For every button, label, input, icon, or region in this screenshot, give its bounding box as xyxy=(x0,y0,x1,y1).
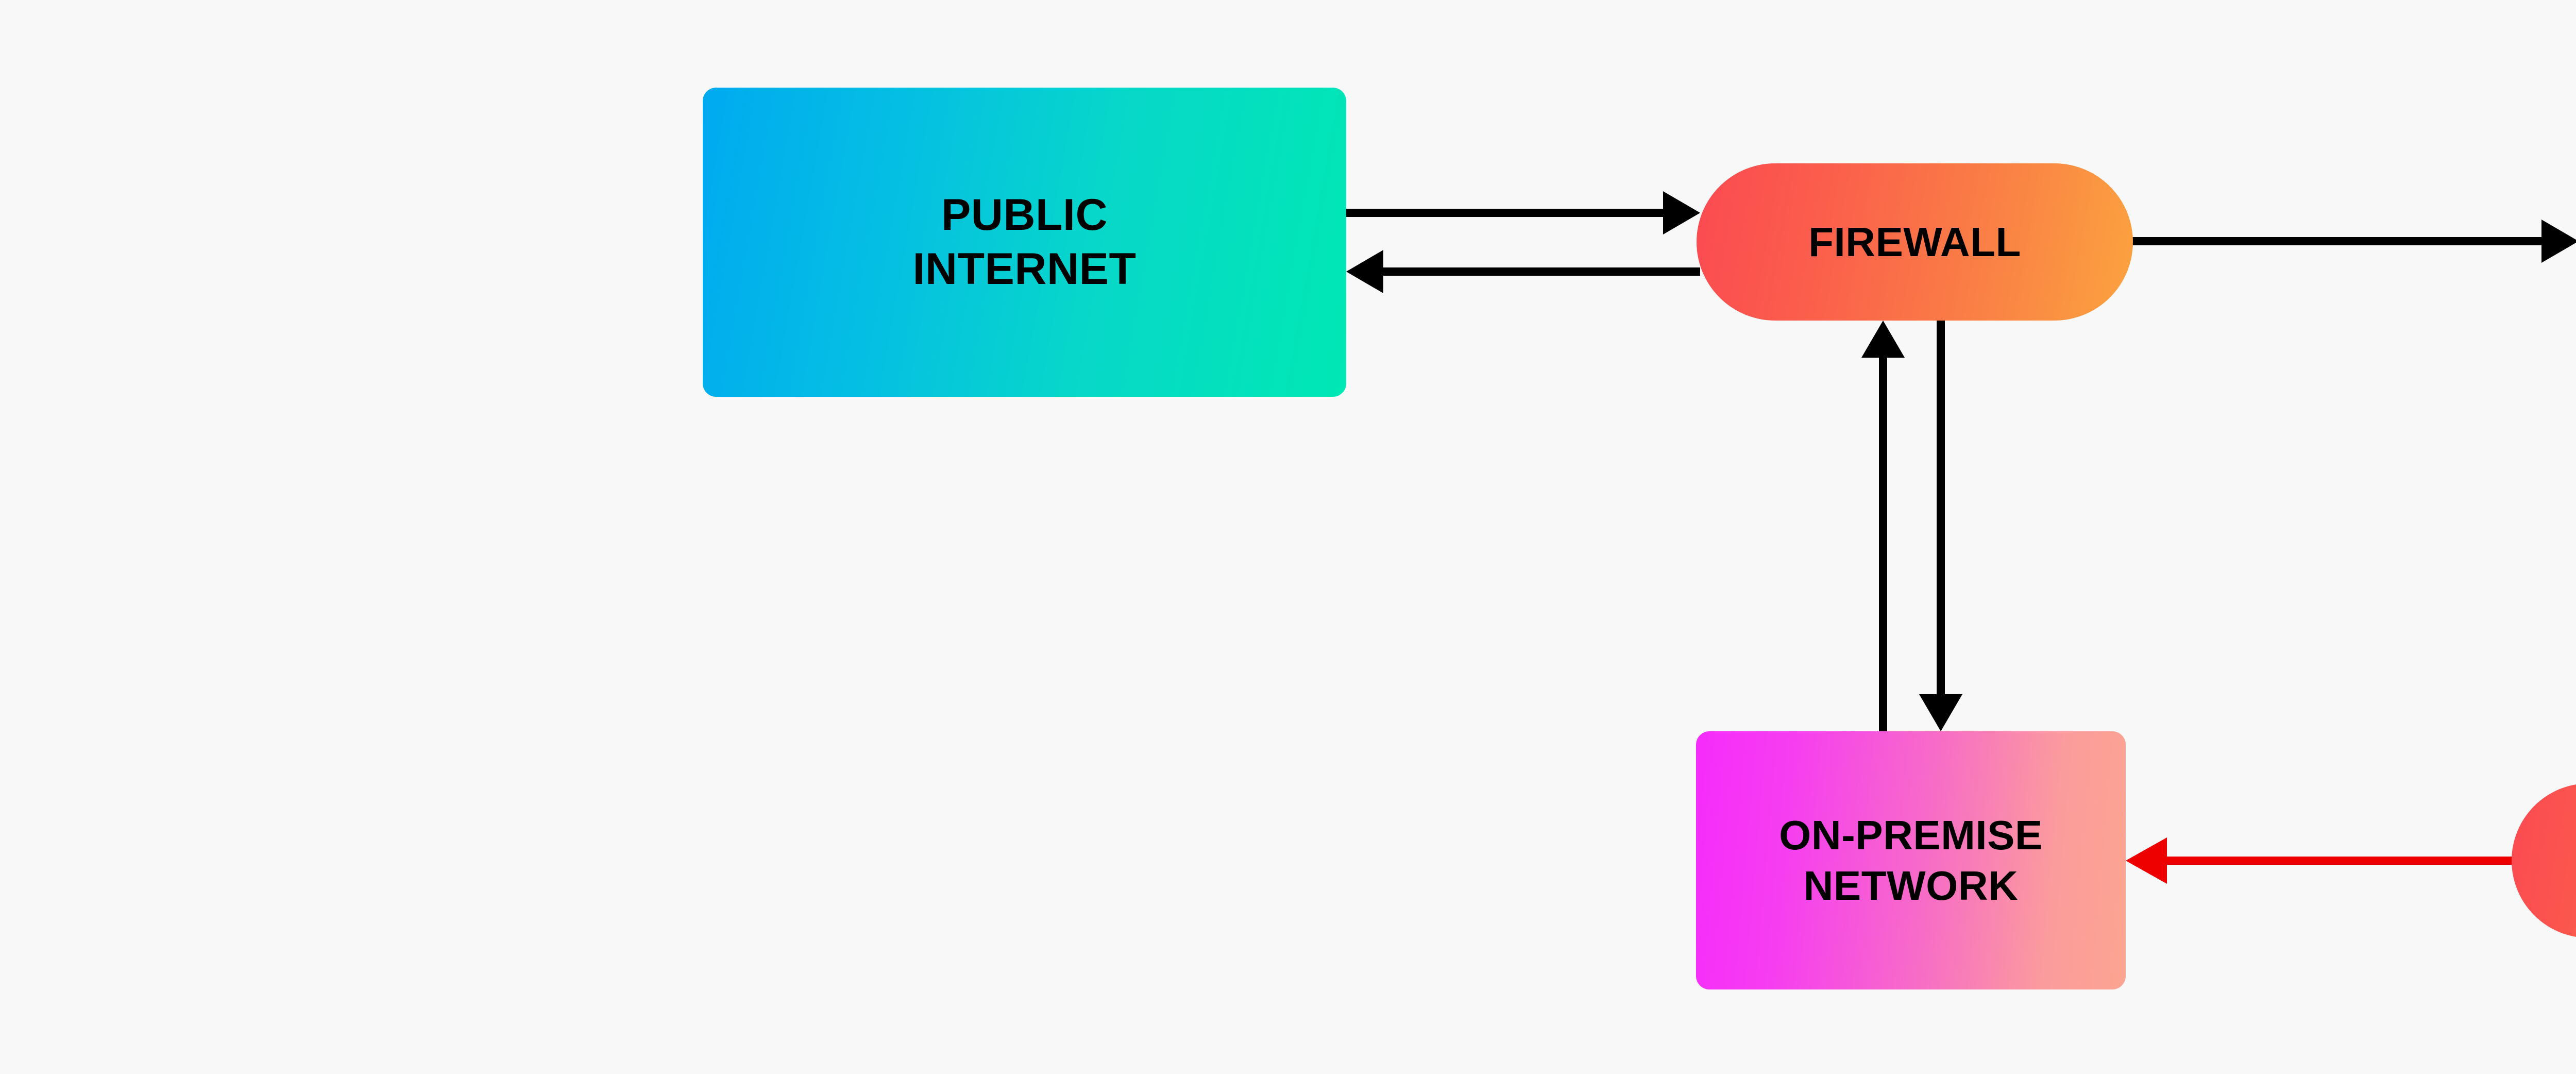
edge-firewall-to-on-premise xyxy=(1919,321,1962,731)
edge-on-premise-to-firewall xyxy=(1861,321,1905,734)
node-public-internet[interactable]: PUBLIC INTERNET xyxy=(703,88,1346,397)
node-on-premise[interactable]: ON-PREMISE NETWORK xyxy=(1696,731,2126,989)
node-firewall-top-label: FIREWALL xyxy=(1808,219,2021,265)
node-on-premise-label: ON-PREMISE NETWORK xyxy=(1779,812,2043,909)
node-public-internet-label: PUBLIC INTERNET xyxy=(912,190,1137,294)
edge-firewall-bottom-to-on-premise xyxy=(2126,837,2517,884)
edge-firewall-to-internet xyxy=(1346,250,1700,293)
node-firewall-top[interactable]: FIREWALL xyxy=(1697,163,2133,321)
edge-internet-to-firewall xyxy=(1346,191,1700,234)
edge-firewall-to-dmz xyxy=(2117,220,2576,263)
